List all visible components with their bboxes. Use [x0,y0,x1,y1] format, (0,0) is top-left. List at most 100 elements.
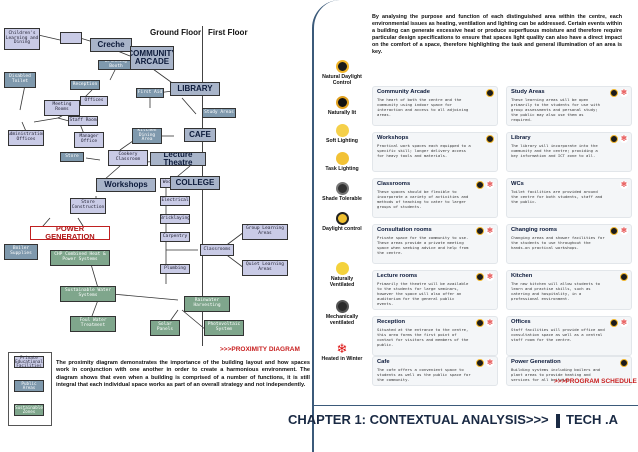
node-drinking-booth: Drinking Booth [98,60,134,70]
schedule-caption: >>>PROGRAM SCHEDULE [554,378,637,385]
sun-icon [620,273,628,281]
proximity-caption: >>>PROXIMITY DIAGRAM [220,346,300,353]
node-college: COLLEGE [170,176,220,190]
shade-icon [335,182,349,195]
sun-icon [610,227,618,235]
node-bricklaying: Bricklaying [160,214,190,224]
snowflake-icon: ❄ [620,134,628,143]
node-photovoltaic: Photovoltaic System [204,320,244,336]
legend-private: Private Educational Facilities [14,354,44,369]
snowflake-icon: ❄ [620,318,628,327]
sun-icon [610,319,618,327]
card-reception: Reception Situated at the entrance to th… [372,316,498,356]
sun-icon [476,181,484,189]
node-foul-water: Foul Water Treatment [70,316,116,332]
card-changing-rooms: Changing rooms Changing areas and shower… [506,224,632,264]
condition-shade-tolerable: Shade Tolerable [318,182,366,203]
condition-mechanically-ventilated: Mechanically ventilated [318,300,366,327]
sun-icon [476,273,484,281]
bulb-icon [335,124,349,137]
snowflake-icon: ❄ [620,226,628,235]
node-classrooms: Classrooms [200,244,234,256]
ground-floor-label: Ground Floor [150,28,202,37]
fan-icon [335,300,349,313]
card-community-arcade: Community Arcade The heart of both the c… [372,86,498,126]
chapter-title: CHAPTER 1: CONTEXTUAL ANALYSIS>>> [288,412,549,427]
snowflake-icon: ❄ [486,180,494,189]
node-reception: Reception [70,80,100,90]
node-plumbing: Plumbing [160,264,190,274]
sun-icon [476,319,484,327]
node-chp: CHP Combined Heat & Power Systems [50,250,110,266]
daylight-icon [335,212,349,225]
node-offices: Offices [80,96,108,106]
condition-naturally-lit: Naturally lit [318,96,366,117]
breeze-icon [335,262,349,275]
condition-heated-winter: ❄ Heated in Winter [321,341,363,362]
condition-soft-lighting: Soft Lighting [318,124,366,145]
card-lecture-rooms: Lecture rooms Primarily the theatre will… [372,270,498,310]
node-staff-room: Staff Room [68,116,98,126]
sun-icon [610,135,618,143]
card-classrooms: Classrooms These spaces should be flexib… [372,178,498,218]
node-rainwater-harvesting: Rainwater Harvesting [184,296,230,312]
card-wcs: WCs Toilet facilities are provided aroun… [506,178,632,218]
legend-sustainable: Sustainable Zones [14,404,44,416]
node-sustainable-water: Sustainable Water Systems [60,286,116,302]
first-floor-label: First Floor [208,28,248,37]
card-power-generation: Power Generation Building systems includ… [506,356,632,386]
tech-label: TECH .A [566,412,618,427]
card-study-areas: Study Areas These learning areas will be… [506,86,632,126]
node-workshops: Workshops [96,178,156,192]
legend-public: Public Areas [14,380,44,392]
node-solar-panels: Solar Panels [150,320,180,336]
node-power-generation: POWER GENERATION [30,226,110,240]
card-library: Library The library will incorporate int… [506,132,632,172]
lamp-icon [335,152,349,165]
condition-task-lighting: Task Lighting [318,152,366,173]
node-community-arcade: COMMUNITY ARCADE [130,46,174,70]
node-store-construction: Store Construction [70,198,106,214]
card-workshops: Workshops Practical work spaces each equ… [372,132,498,172]
program-schedule: By analysing the purpose and function of… [312,0,638,452]
node-kitchen-dining: Kitchen Dining Area [132,128,162,144]
node-administration: Administration Offices [8,130,44,146]
node-study-areas: Study Areas [202,108,236,118]
node-creche-play [60,32,82,44]
node-childrens-learning: Children's Learning and Dining [4,28,40,50]
sun-icon [335,96,349,109]
sun-icon [610,89,618,97]
sun-icon [486,135,494,143]
sun-icon [335,60,349,73]
node-creche: Creche [90,38,132,52]
footer-rule [314,405,638,406]
legend [8,352,52,426]
sun-icon [486,89,494,97]
snowflake-icon: ❄ [486,272,494,281]
proximity-diagram: Ground Floor First Floor Children's Lear… [0,0,312,452]
node-boiler-supplies: Boiler Supplies [4,244,38,260]
sun-icon [476,227,484,235]
node-cafe: CAFE [184,128,216,142]
snowflake-icon: ❄ [620,180,628,189]
proximity-description: The proximity diagram demonstrates the i… [56,360,310,388]
snowflake-icon: ❄ [620,88,628,97]
schedule-intro: By analysing the purpose and function of… [372,14,622,55]
card-cafe: Cafe The cafe offers a convenient space … [372,356,498,386]
node-library: LIBRARY [170,82,220,96]
snowflake-icon: ❄ [486,358,494,367]
node-store: Store [60,152,84,162]
card-kitchen: Kitchen The new kitchen will allow stude… [506,270,632,310]
node-quiet-learning: Quiet Learning Areas [242,260,288,276]
sun-icon [476,359,484,367]
sun-icon [620,359,628,367]
node-cookery-classroom: Cookery Classroom [108,150,148,166]
node-lecture-theatre: Lecture Theatre [150,152,206,166]
node-disabled-toilet: Disabled Toilet [4,72,36,88]
card-offices: Offices Staff facilities will provide of… [506,316,632,356]
node-carpentry: Carpentry [160,232,190,242]
card-consultation-rooms: Consultation rooms Private space for the… [372,224,498,264]
snowflake-icon: ❄ [486,318,494,327]
snowflake-icon: ❄ [486,226,494,235]
footer-bar [556,414,560,428]
